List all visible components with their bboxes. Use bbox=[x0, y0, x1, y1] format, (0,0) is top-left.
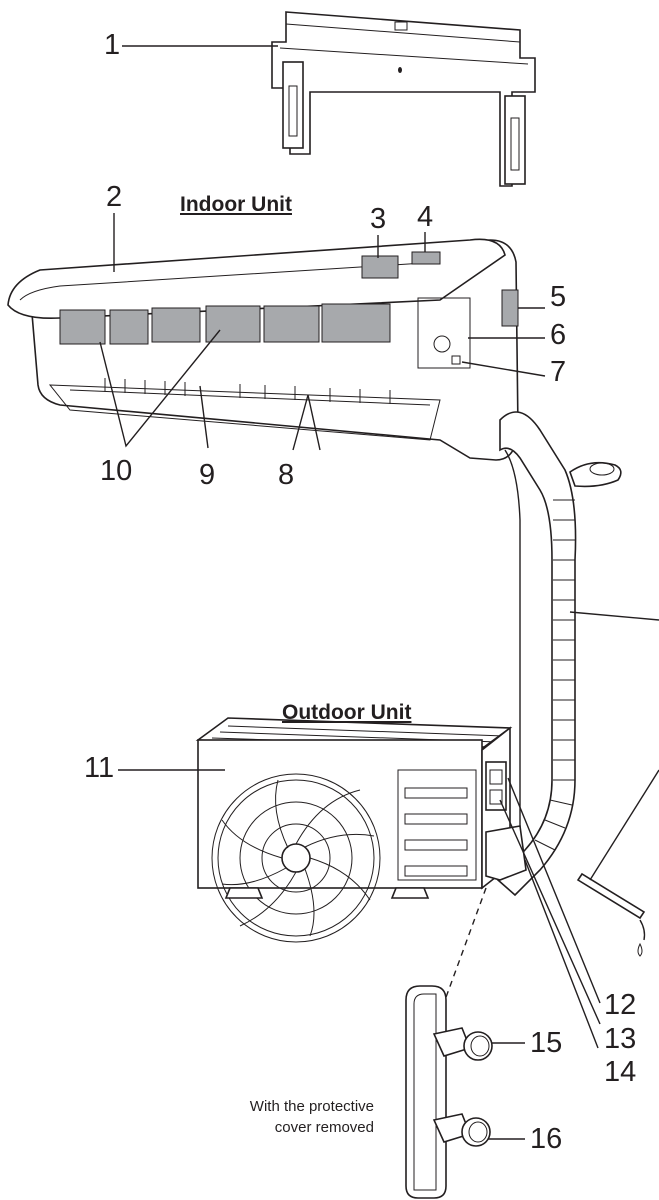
outdoor-unit bbox=[195, 717, 527, 943]
indoor-unit bbox=[7, 238, 519, 461]
label-7: 7 bbox=[550, 356, 567, 388]
label-4: 4 bbox=[417, 201, 434, 233]
label-12: 12 bbox=[604, 989, 637, 1021]
label-2: 2 bbox=[106, 181, 123, 213]
indoor-unit-heading: Indoor Unit bbox=[180, 193, 292, 216]
label-11: 11 bbox=[84, 752, 115, 784]
label-10: 10 bbox=[100, 455, 133, 487]
connection-pipe bbox=[496, 411, 646, 957]
label-1: 1 bbox=[104, 29, 121, 61]
label-13: 13 bbox=[604, 1023, 637, 1055]
label-9: 9 bbox=[199, 459, 216, 491]
valve-closeup bbox=[405, 887, 493, 1199]
note-line-1: With the protective bbox=[249, 1098, 374, 1115]
label-3: 3 bbox=[370, 203, 387, 235]
label-6: 6 bbox=[550, 319, 567, 351]
label-16: 16 bbox=[530, 1123, 563, 1155]
label-15: 15 bbox=[530, 1027, 563, 1059]
note-line-2: cover removed bbox=[274, 1119, 374, 1136]
outdoor-unit-heading: Outdoor Unit bbox=[282, 701, 412, 724]
label-8: 8 bbox=[278, 459, 295, 491]
protective-cover-note: With the protective cover removed bbox=[250, 1096, 374, 1138]
label-14: 14 bbox=[604, 1056, 637, 1088]
mounting-plate bbox=[271, 11, 536, 187]
leader-lines bbox=[99, 45, 659, 1140]
label-5: 5 bbox=[550, 281, 567, 313]
